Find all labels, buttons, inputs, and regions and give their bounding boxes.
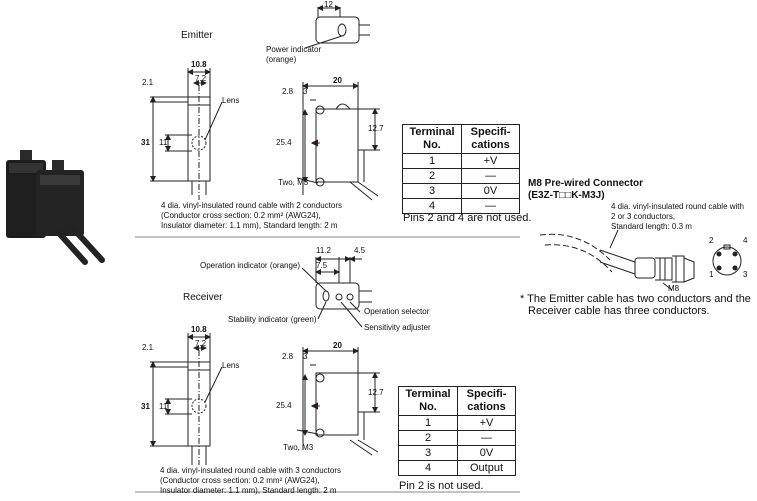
emitter-dim-axis: 25.4: [276, 138, 292, 147]
emitter-lens-label: Lens: [222, 96, 240, 105]
receiver-dim-top-b: 4.5: [354, 246, 366, 255]
spec-header: Specifi-cations: [461, 124, 520, 154]
terminal-spec: —: [461, 198, 520, 214]
receiver-operation-indicator-label: Operation indicator (orange): [200, 261, 301, 270]
receiver-operation-selector-label: Operation selector: [364, 307, 430, 316]
terminal-no: 4: [401, 198, 463, 214]
connector-title: M8 Pre-wired Connector: [528, 178, 644, 189]
receiver-dim-left: 2.1: [142, 343, 154, 352]
terminal-header: Terminal No.: [397, 386, 459, 416]
emitter-cable-line3: Insulator diameter: 1.1 mm), Standard le…: [161, 221, 338, 230]
receiver-dim-height: 31: [141, 402, 150, 411]
connector-desc-line2: 2 or 3 conductors,: [611, 212, 676, 221]
emitter-dim-side-h: 12.7: [368, 124, 384, 133]
emitter-dim-left: 2.1: [142, 78, 154, 87]
terminal-no: 4: [397, 460, 459, 476]
terminal-no: 1: [401, 153, 463, 169]
connector-pin-label: 1: [709, 270, 714, 279]
terminal-spec: 0V: [457, 445, 516, 461]
emitter-power-indicator-label: Power indicator: [266, 45, 322, 54]
emitter-power-indicator-color: (orange): [266, 55, 297, 64]
emitter-side-view: [296, 82, 380, 201]
receiver-title: Receiver: [183, 292, 223, 303]
emitter-top-view: [304, 5, 370, 49]
terminal-spec: +V: [461, 153, 520, 169]
connector-desc-line3: Standard length: 0.3 m: [611, 222, 692, 231]
receiver-dim-axis: 25.4: [276, 401, 292, 410]
receiver-cable-line3: Insulator diameter: 1.1 mm), Standard le…: [160, 486, 337, 495]
receiver-cable-line2: (Conductor cross section: 0.2 mm² (AWG24…: [160, 476, 320, 485]
terminal-no: 3: [401, 183, 463, 199]
emitter-dim-depth: 20: [333, 76, 342, 85]
connector-pin-label: 2: [709, 236, 714, 245]
receiver-front-view: [150, 333, 223, 465]
terminal-no: 2: [401, 168, 463, 184]
receiver-cable-line1: 4 dia. vinyl-insulated round cable with …: [160, 466, 341, 475]
connector-m8-label: M8: [668, 284, 680, 293]
emitter-dim-inner: 7.2: [195, 74, 207, 83]
connector-footnote-line1: * The Emitter cable has two conductors a…: [520, 293, 751, 305]
emitter-dim-lens: 11: [159, 138, 168, 147]
terminal-spec: Output: [457, 460, 516, 476]
receiver-lens-label: Lens: [222, 361, 240, 370]
emitter-screw-label: Two, M3: [278, 178, 309, 187]
emitter-dim-top: 12: [324, 0, 333, 9]
emitter-cable-line1: 4 dia. vinyl-insulated round cable with …: [161, 201, 342, 210]
emitter-front-view: [150, 68, 223, 200]
terminal-spec: 0V: [461, 183, 520, 199]
receiver-screw-label: Two, M3: [283, 443, 314, 452]
receiver-stability-indicator-label: Stability indicator (green): [228, 315, 317, 324]
receiver-dim-side-a: 2.8: [282, 352, 294, 361]
connector-pin-label: 4: [743, 236, 748, 245]
emitter-pin-note: Pins 2 and 4 are not used.: [403, 212, 532, 224]
terminal-no: 3: [397, 445, 459, 461]
receiver-pin-note: Pin 2 is not used.: [399, 480, 484, 492]
terminal-spec: +V: [457, 415, 516, 431]
connector-footnote-line2: Receiver cable has three conductors.: [528, 305, 710, 317]
receiver-sensitivity-adjuster-label: Sensitivity adjuster: [364, 323, 431, 332]
terminal-spec: —: [457, 430, 516, 446]
receiver-dim-side-h: 12.7: [368, 388, 384, 397]
receiver-dim-inner: 7.2: [195, 339, 207, 348]
receiver-side-view: [296, 347, 380, 456]
receiver-dim-width: 10.8: [191, 325, 207, 334]
emitter-dim-side-a: 2.8: [282, 87, 294, 96]
terminal-no: 1: [397, 415, 459, 431]
emitter-cable-line2: (Conductor cross section: 0.2 mm² (AWG24…: [161, 211, 321, 220]
connector-model: (E3Z-T□□K-M3J): [528, 190, 605, 201]
connector-desc-line1: 4 dia. vinyl-insulated round cable with: [611, 202, 744, 211]
emitter-title: Emitter: [181, 30, 213, 41]
emitter-dim-side-b: 3: [303, 87, 308, 96]
receiver-top-view: [301, 256, 372, 328]
connector-pin-label: 3: [743, 270, 748, 279]
spec-header: Specifi-cations: [457, 386, 516, 416]
terminal-header: Terminal No.: [401, 124, 463, 154]
receiver-dim-side-b: 3: [303, 352, 308, 361]
emitter-dim-height: 31: [141, 138, 150, 147]
terminal-spec: —: [461, 168, 520, 184]
receiver-dim-top-c: 7.5: [316, 261, 328, 270]
receiver-dim-top-a: 11.2: [316, 246, 331, 255]
terminal-no: 2: [397, 430, 459, 446]
receiver-dim-lens: 11: [159, 402, 168, 411]
receiver-dim-depth: 20: [333, 341, 342, 350]
m8-connector-drawing: [539, 229, 742, 291]
emitter-dim-width: 10.8: [191, 60, 207, 69]
sensor-photo: [6, 150, 105, 265]
